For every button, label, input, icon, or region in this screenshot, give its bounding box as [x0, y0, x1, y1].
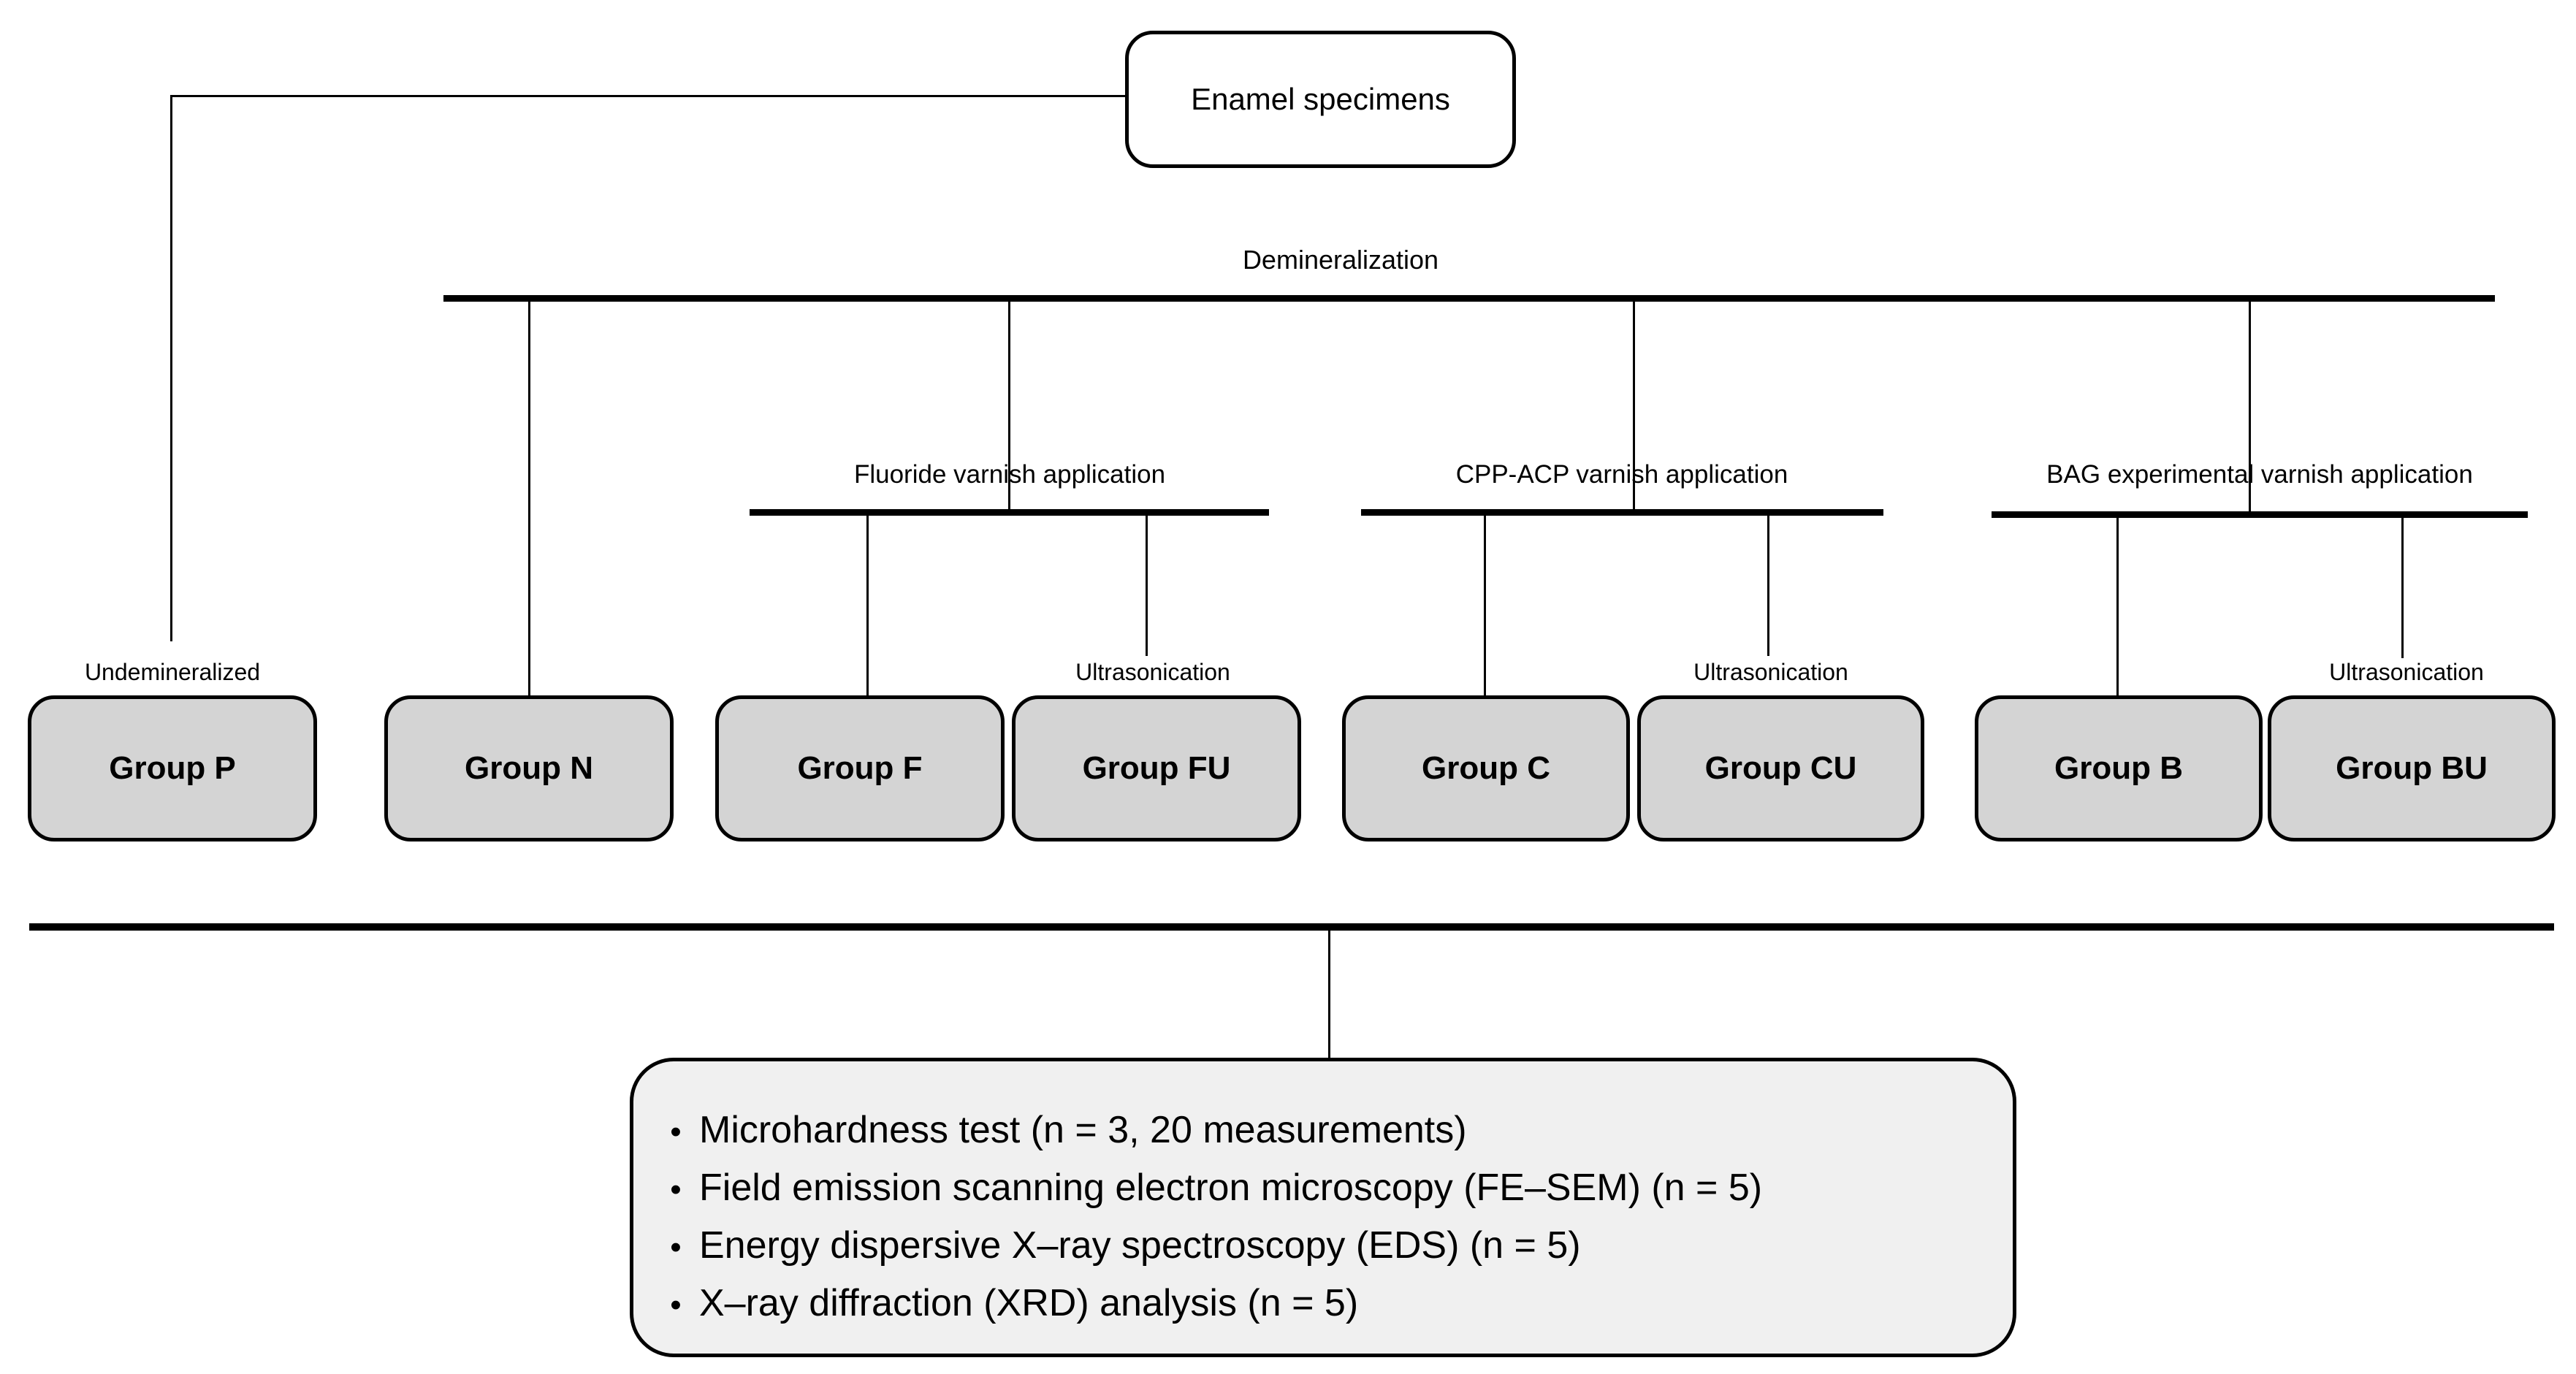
analysis-item-label: X–ray diffraction (XRD) analysis (n = 5) [699, 1282, 1359, 1324]
group-label-n: Group N [465, 750, 593, 786]
group-label-p: Group P [109, 750, 236, 786]
analyses-list: • Microhardness test (n = 3, 20 measurem… [652, 1102, 1984, 1333]
connector-cpp-acp-to-group-c [1484, 516, 1486, 697]
group-label-c: Group C [1422, 750, 1550, 786]
connector-fluoride-to-group-f [866, 516, 869, 697]
group-box-b: Group B [1975, 695, 2263, 841]
connector-cpp-acp-to-group-cu [1767, 516, 1769, 656]
fluoride-branch-line [750, 509, 1269, 516]
bullet-icon: • [670, 1229, 682, 1265]
analysis-item-label: Field emission scanning electron microsc… [699, 1167, 1763, 1209]
analysis-item-fe-sem: • Field emission scanning electron micro… [652, 1160, 1984, 1218]
group-label-b: Group B [2054, 750, 2183, 786]
demineralization-line [443, 295, 2495, 302]
analysis-item-microhardness: • Microhardness test (n = 3, 20 measurem… [652, 1102, 1984, 1160]
connector-root-to-group-p-vertical [170, 95, 172, 641]
bullet-icon: • [670, 1172, 682, 1207]
cpp-acp-branch-label: CPP-ACP varnish application [1455, 460, 1788, 489]
connector-demineralization-to-bag-branch [2249, 302, 2251, 514]
connector-fluoride-to-group-fu [1146, 516, 1148, 656]
root-box-enamel-specimens: Enamel specimens [1125, 31, 1516, 168]
group-box-p: Group P [28, 695, 317, 841]
connector-bag-to-group-b [2116, 516, 2119, 697]
cpp-acp-branch-line [1361, 509, 1883, 516]
bullet-icon: • [670, 1287, 682, 1323]
ultrasonication-label-bu: Ultrasonication [2329, 659, 2484, 685]
connector-demineralization-to-cpp-acp-branch [1633, 302, 1635, 512]
analysis-item-xrd: • X–ray diffraction (XRD) analysis (n = … [652, 1275, 1984, 1333]
group-box-c: Group C [1342, 695, 1630, 841]
fluoride-branch-label: Fluoride varnish application [853, 460, 1166, 489]
connector-demineralization-to-fluoride-branch [1008, 302, 1010, 512]
group-label-cu: Group CU [1704, 750, 1857, 786]
group-label-fu: Group FU [1082, 750, 1231, 786]
connector-collector-to-analyses-panel [1328, 931, 1330, 1059]
group-box-bu: Group BU [2268, 695, 2556, 841]
analyses-panel: • Microhardness test (n = 3, 20 measurem… [630, 1058, 2016, 1357]
group-box-fu: Group FU [1012, 695, 1301, 841]
connector-demineralization-to-group-n [528, 302, 530, 697]
bullet-icon: • [670, 1114, 682, 1150]
group-box-cu: Group CU [1637, 695, 1924, 841]
ultrasonication-label-fu: Ultrasonication [1075, 659, 1230, 685]
ultrasonication-label-cu: Ultrasonication [1693, 659, 1848, 685]
undemineralized-label: Undemineralized [84, 659, 261, 685]
bag-branch-line [1992, 511, 2528, 518]
root-box-label: Enamel specimens [1191, 82, 1450, 116]
connector-bag-to-group-bu [2401, 516, 2404, 658]
connector-root-to-group-p-horizontal [170, 95, 1125, 97]
analysis-item-label: Energy dispersive X–ray spectroscopy (ED… [699, 1224, 1581, 1267]
analyses-collector-line [29, 923, 2554, 931]
group-box-n: Group N [384, 695, 674, 841]
bag-branch-label: BAG experimental varnish application [2046, 460, 2473, 489]
group-label-f: Group F [797, 750, 923, 786]
analysis-item-label: Microhardness test (n = 3, 20 measuremen… [699, 1109, 1467, 1151]
analysis-item-eds: • Energy dispersive X–ray spectroscopy (… [652, 1218, 1984, 1275]
group-box-f: Group F [715, 695, 1005, 841]
demineralization-label: Demineralization [1242, 245, 1439, 275]
group-label-bu: Group BU [2336, 750, 2488, 786]
